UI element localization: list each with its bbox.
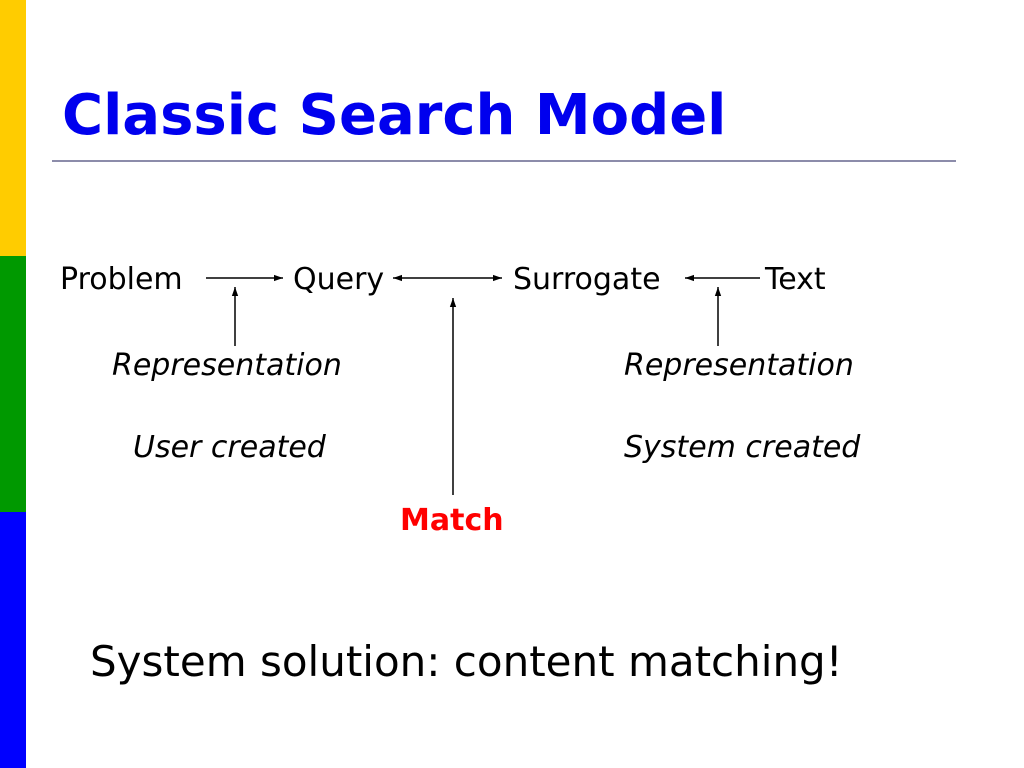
side-bar-green: [0, 256, 26, 512]
label-user-representation: Representation: [112, 348, 342, 383]
node-query: Query: [293, 262, 385, 297]
solution-statement: System solution: content matching!: [90, 637, 843, 686]
node-text: Text: [765, 262, 826, 297]
side-bar-blue: [0, 512, 26, 768]
label-system-created: System created: [624, 430, 861, 465]
label-system-representation: Representation: [624, 348, 854, 383]
node-problem: Problem: [60, 262, 183, 297]
label-match: Match: [400, 503, 504, 538]
label-user-created: User created: [133, 430, 326, 465]
node-surrogate: Surrogate: [513, 262, 661, 297]
title-divider: [52, 160, 956, 162]
side-bar-yellow: [0, 0, 26, 256]
slide-title: Classic Search Model: [62, 83, 727, 148]
